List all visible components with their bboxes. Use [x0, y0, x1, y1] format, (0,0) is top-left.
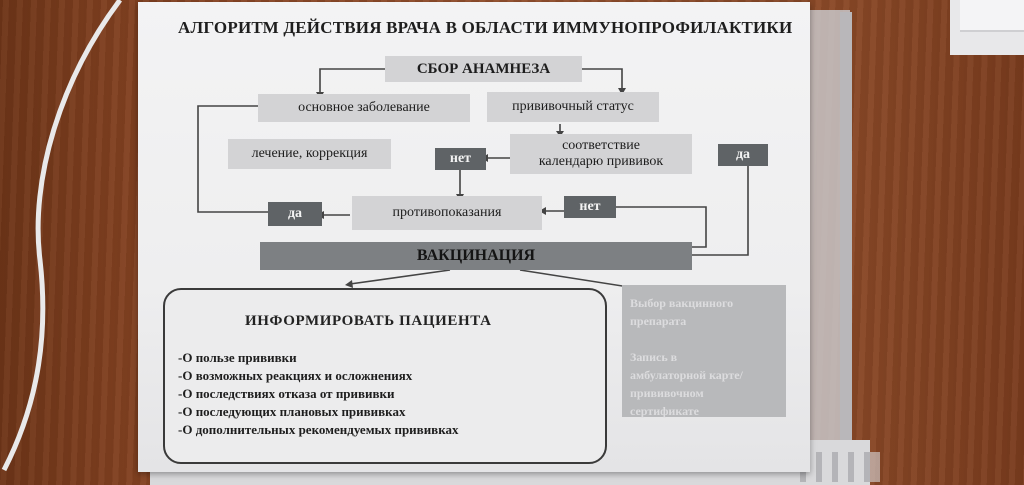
vaccination-status-box: прививочный статус	[487, 92, 659, 122]
side-panel-line: амбулаторной карте/	[630, 368, 743, 382]
side-panel-line: Выбор вакцинного	[630, 296, 734, 310]
anamnesis-box: СБОР АНАМНЕЗА	[385, 56, 582, 82]
plastic-sleeve-edge	[840, 12, 852, 442]
calendar-match-line1: соответствие	[562, 138, 640, 153]
side-panel-line: сертификате	[630, 404, 699, 418]
no-label-left: нет	[435, 148, 486, 170]
treatment-box: лечение, коррекция	[228, 139, 391, 169]
no-label-right: нет	[564, 196, 616, 218]
main-disease-box: основное заболевание	[258, 94, 470, 122]
vaccination-bar: ВАКЦИНАЦИЯ	[260, 242, 692, 270]
inform-item: -О пользе прививки	[178, 350, 297, 365]
side-panel-line: прививочном	[630, 386, 704, 400]
inform-item: -О последующих плановых прививках	[178, 404, 406, 419]
yes-label-right: да	[718, 144, 768, 166]
poster-title: АЛГОРИТМ ДЕЙСТВИЯ ВРАЧА В ОБЛАСТИ ИММУНО…	[178, 18, 793, 37]
inform-item: -О возможных реакциях и осложнениях	[178, 368, 413, 383]
paper-stack-top	[960, 0, 1024, 32]
contraindications-box: противопоказания	[352, 196, 542, 230]
inform-item: -О дополнительных рекомендуемых прививка…	[178, 422, 459, 437]
calendar-match-box: соответствие календарю прививок	[510, 134, 692, 174]
inform-item: -О последствиях отказа от прививки	[178, 386, 395, 401]
yes-label-left: да	[268, 202, 322, 226]
side-panel-line: препарата	[630, 314, 687, 328]
inform-patient-panel	[163, 288, 607, 464]
side-panel-line: Запись в	[630, 350, 678, 364]
sleeve-punch-holes	[800, 452, 880, 482]
vaccine-selection-panel	[622, 285, 786, 417]
calendar-match-line2: календарю прививок	[538, 154, 664, 169]
inform-patient-title: ИНФОРМИРОВАТЬ ПАЦИЕНТА	[245, 313, 492, 329]
white-cable	[1, 0, 123, 472]
